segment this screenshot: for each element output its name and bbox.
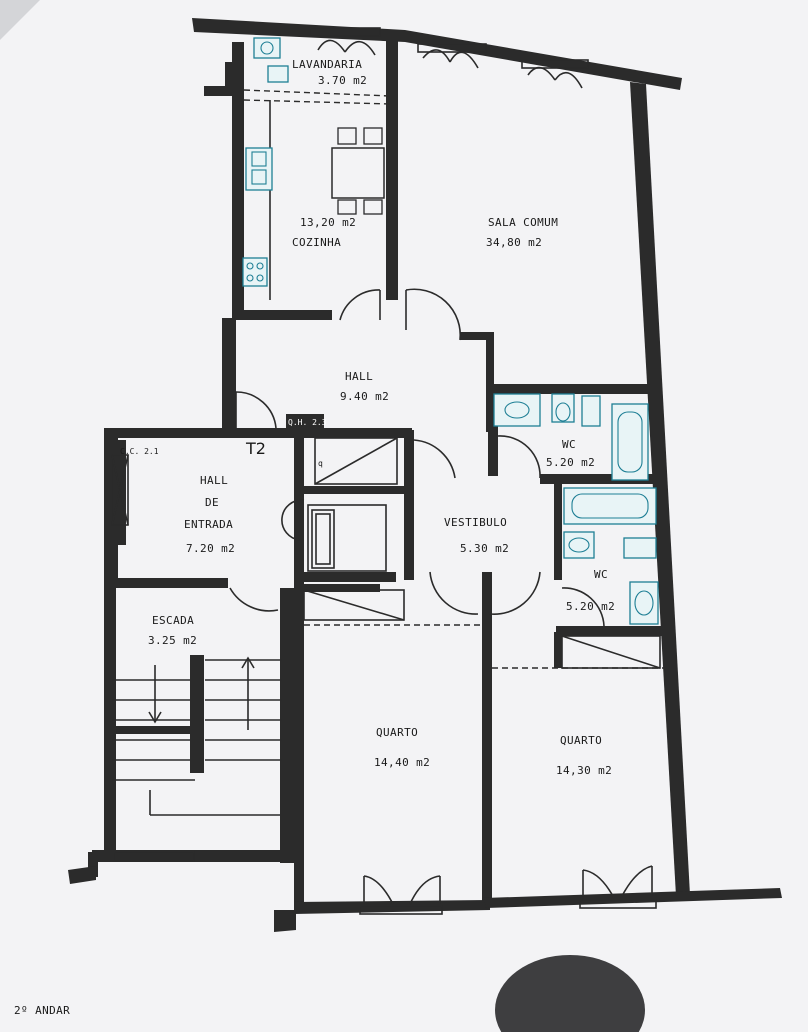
area-cozinha: 13,20 m2 bbox=[300, 216, 356, 229]
tag-cc: C.C. 2.1 bbox=[120, 447, 159, 456]
tag-qh: Q.H. 2.3 bbox=[288, 418, 327, 427]
label-cozinha: COZINHA bbox=[292, 236, 341, 249]
area-quarto-2: 14,30 m2 bbox=[556, 764, 612, 777]
shadow bbox=[495, 955, 645, 1032]
fixtures bbox=[242, 37, 659, 625]
area-hall: 9.40 m2 bbox=[340, 390, 389, 403]
kitchen-table bbox=[331, 127, 385, 215]
thin-lines bbox=[111, 89, 664, 816]
room-labels: LAVANDARIA 3.70 m2 13,20 m2 COZINHA SALA… bbox=[14, 58, 615, 1017]
area-escada: 3.25 m2 bbox=[148, 634, 197, 647]
label-quarto-2: QUARTO bbox=[560, 734, 602, 747]
label-sala-comum: SALA COMUM bbox=[488, 216, 558, 229]
area-lavandaria: 3.70 m2 bbox=[318, 74, 367, 87]
label-hall-entrada-3: ENTRADA bbox=[184, 518, 233, 531]
area-sala-comum: 34,80 m2 bbox=[486, 236, 542, 249]
label-quarto-1: QUARTO bbox=[376, 726, 418, 739]
area-wc-1: 5.20 m2 bbox=[546, 456, 595, 469]
floor-label: 2º ANDAR bbox=[14, 1004, 70, 1017]
label-wc-1: WC bbox=[562, 438, 576, 451]
typology-label: T2 bbox=[245, 439, 266, 458]
label-escada: ESCADA bbox=[152, 614, 194, 627]
label-vestibulo: VESTIBULO bbox=[444, 516, 507, 529]
label-hall-entrada-1: HALL bbox=[200, 474, 228, 487]
area-hall-entrada: 7.20 m2 bbox=[186, 542, 235, 555]
tag-q: q bbox=[318, 459, 323, 468]
doors bbox=[113, 27, 657, 915]
label-hall: HALL bbox=[345, 370, 373, 383]
label-lavandaria: LAVANDARIA bbox=[292, 58, 362, 71]
walls bbox=[68, 18, 782, 932]
label-hall-entrada-2: DE bbox=[205, 496, 219, 509]
area-wc-2: 5.20 m2 bbox=[566, 600, 615, 613]
area-quarto-1: 14,40 m2 bbox=[374, 756, 430, 769]
area-vestibulo: 5.30 m2 bbox=[460, 542, 509, 555]
label-wc-2: WC bbox=[594, 568, 608, 581]
